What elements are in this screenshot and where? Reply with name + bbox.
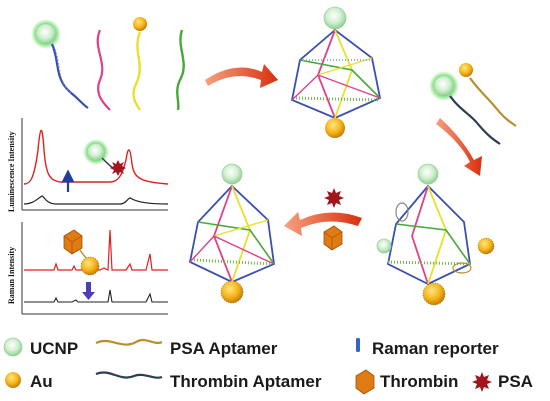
legend-item-ucnp: UCNP xyxy=(3,337,78,358)
ucnp-icon xyxy=(3,337,23,357)
luminescence-red-curve xyxy=(23,129,169,185)
au-with-strand-icon xyxy=(132,17,147,111)
psa-icon xyxy=(472,372,492,392)
psa-aptamer-icon xyxy=(95,338,163,346)
green-strand xyxy=(176,29,185,111)
svg-text:PSA: PSA xyxy=(498,372,533,391)
target-addition-group xyxy=(284,188,362,251)
svg-text:Raman reporter: Raman reporter xyxy=(372,339,499,358)
free-components-group xyxy=(31,17,185,111)
ucnp-with-strand-icon xyxy=(31,19,89,109)
dna-pyramid-released xyxy=(376,163,495,306)
svg-text:Au: Au xyxy=(30,372,53,391)
svg-text:UCNP: UCNP xyxy=(30,339,78,358)
legend: UCNP Au PSA Aptamer Thrombin Aptamer Ram… xyxy=(3,337,533,395)
thrombin-icon xyxy=(355,369,375,395)
dna-pyramid-top xyxy=(290,6,382,138)
assembly-arrow xyxy=(205,64,278,88)
legend-item-thrombin: Thrombin xyxy=(355,369,458,395)
au-thrombin-complex-icon xyxy=(63,229,100,276)
luminescence-ylabel: Luminescence Intensity xyxy=(7,131,16,212)
legend-item-psa-aptamer: PSA Aptamer xyxy=(95,338,278,358)
release-arrow xyxy=(284,212,362,236)
legend-item-au: Au xyxy=(5,372,53,391)
aptamer-arrow xyxy=(436,118,482,176)
thrombin-aptamer-icon xyxy=(95,371,163,379)
raman-plot: Raman Intensity xyxy=(7,222,168,315)
ucnp-psa-complex-icon xyxy=(83,139,126,176)
aptamer-probes-group xyxy=(429,63,517,145)
psa-star-icon xyxy=(110,160,126,176)
signal-down-arrow xyxy=(82,282,95,300)
psa-star-icon xyxy=(324,188,344,208)
svg-text:Thrombin: Thrombin xyxy=(380,372,458,391)
raman-red-curve xyxy=(24,229,168,271)
legend-item-psa: PSA xyxy=(472,372,533,392)
raman-reporter-icon xyxy=(356,338,360,352)
legend-item-thrombin-aptamer: Thrombin Aptamer xyxy=(95,371,322,391)
luminescence-black-curve xyxy=(23,195,169,205)
thrombin-cube-icon xyxy=(63,229,83,255)
luminescence-plot: Luminescence Intensity xyxy=(7,118,169,212)
raman-black-curve xyxy=(24,289,168,303)
svg-text:Thrombin Aptamer: Thrombin Aptamer xyxy=(170,372,322,391)
pink-strand xyxy=(96,29,111,111)
svg-text:PSA Aptamer: PSA Aptamer xyxy=(170,339,278,358)
dna-pyramid-bottom xyxy=(188,163,275,304)
legend-item-raman-reporter: Raman reporter xyxy=(356,338,499,358)
au-icon xyxy=(5,372,21,388)
thrombin-cube-icon xyxy=(323,225,343,251)
raman-ylabel: Raman Intensity xyxy=(7,247,16,304)
